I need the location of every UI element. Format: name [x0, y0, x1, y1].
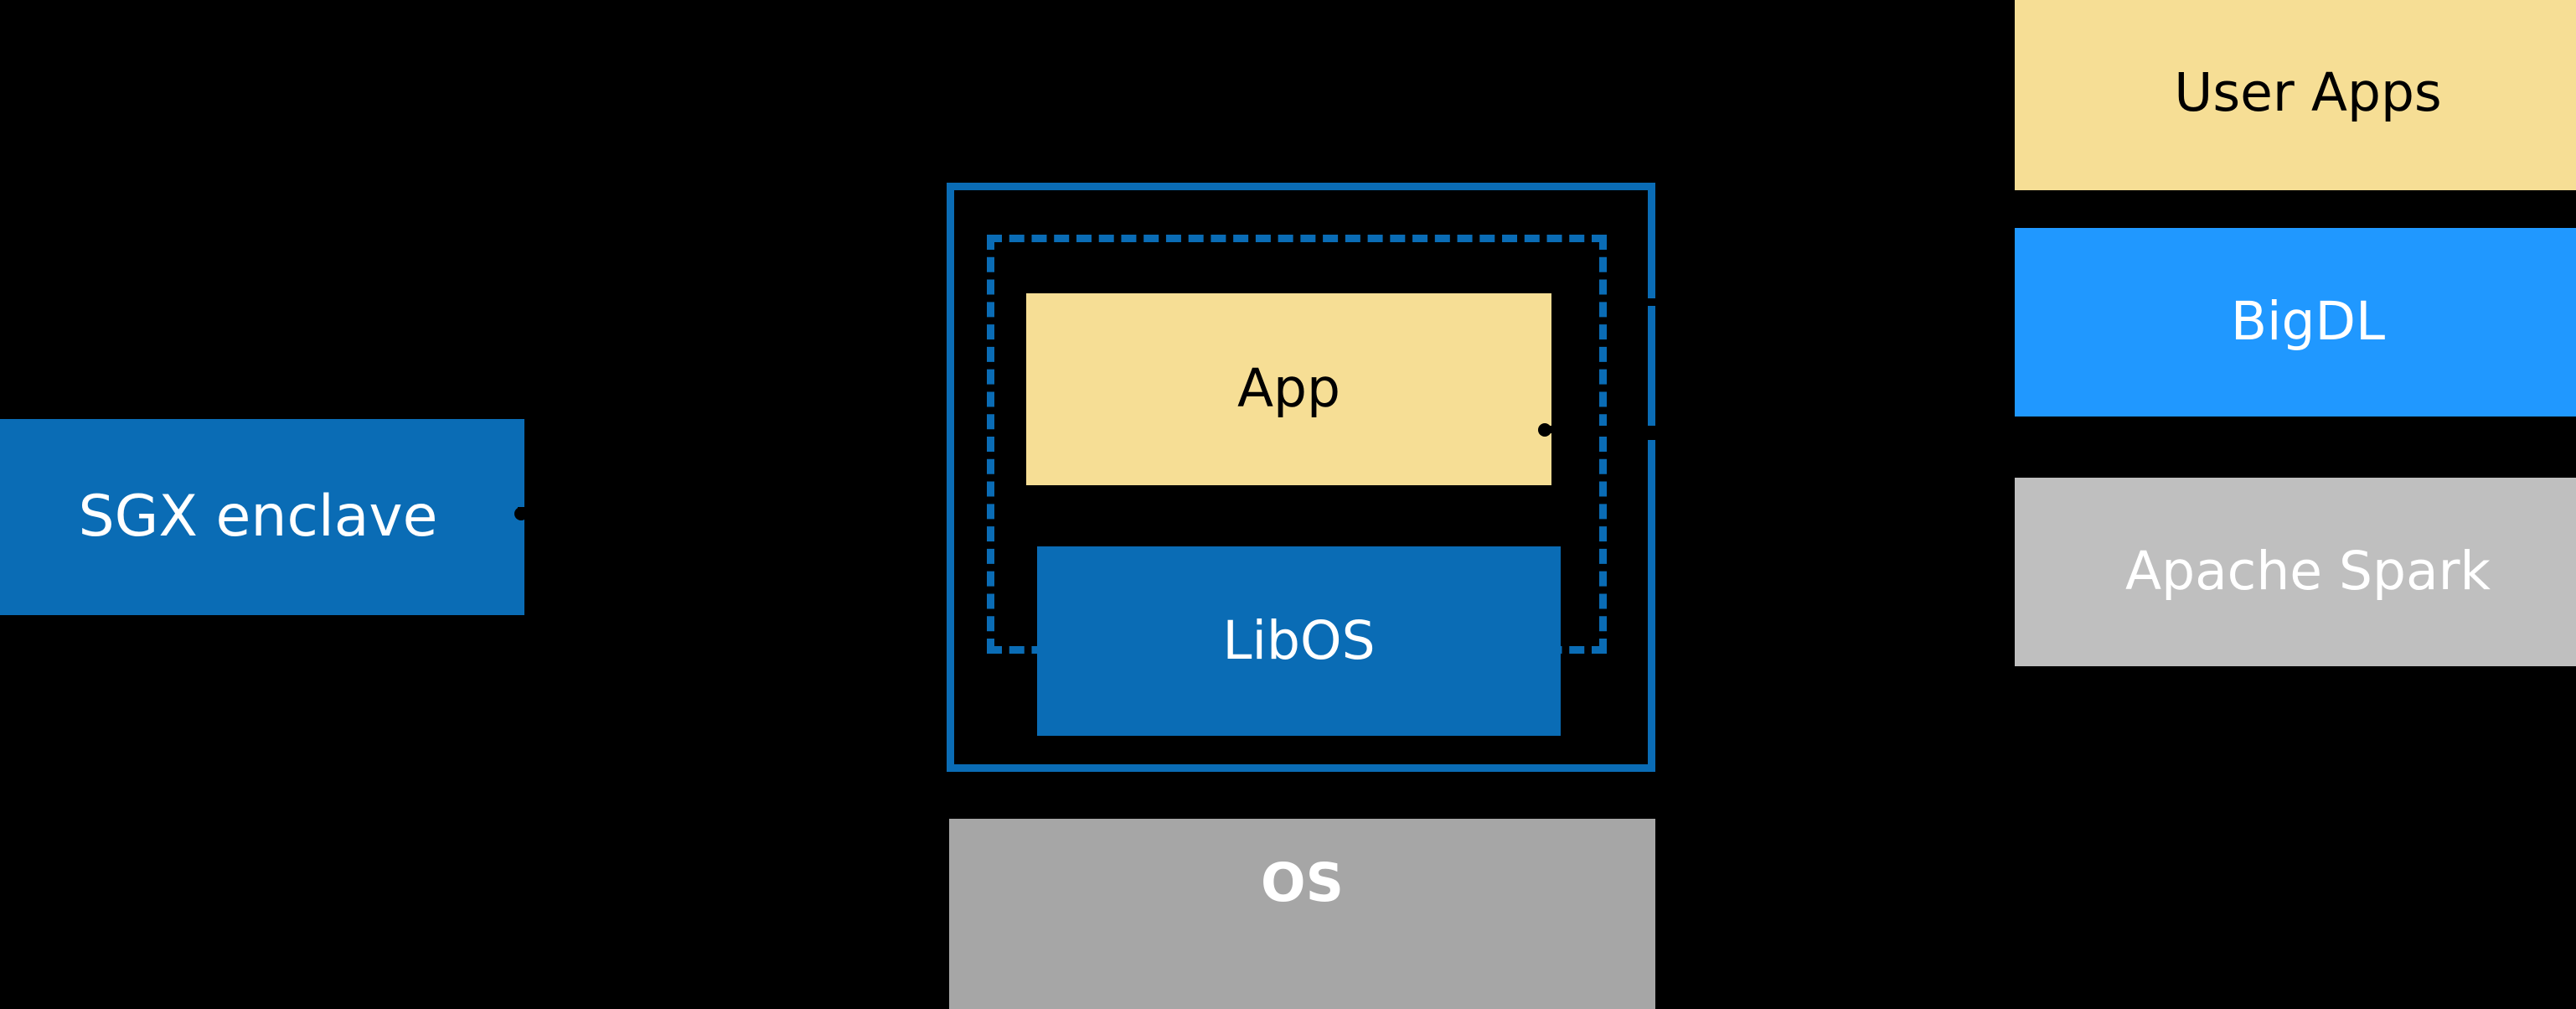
sgx-enclave-connector-line [518, 507, 953, 515]
sgx-enclave-connector-endpoint-icon [514, 507, 528, 520]
apache-spark-box: Apache Spark [2015, 478, 2576, 666]
app-box: App [1026, 293, 1551, 485]
app-connector-endpoint-icon [1538, 423, 1551, 437]
user-apps-box: User Apps [2015, 0, 2576, 190]
sgx-enclave-box: SGX enclave [0, 419, 524, 615]
libos-box: LibOS [1037, 546, 1561, 736]
enclave-to-apache-spark-connector-line [1642, 432, 2019, 440]
bigdl-box: BigDL [2015, 228, 2576, 417]
enclave-outer-frame [947, 183, 1655, 772]
os-box: OS [949, 819, 1655, 1009]
enclave-to-bigdl-connector-line [1642, 298, 2019, 306]
app-to-user-apps-connector-line [1541, 426, 2019, 433]
